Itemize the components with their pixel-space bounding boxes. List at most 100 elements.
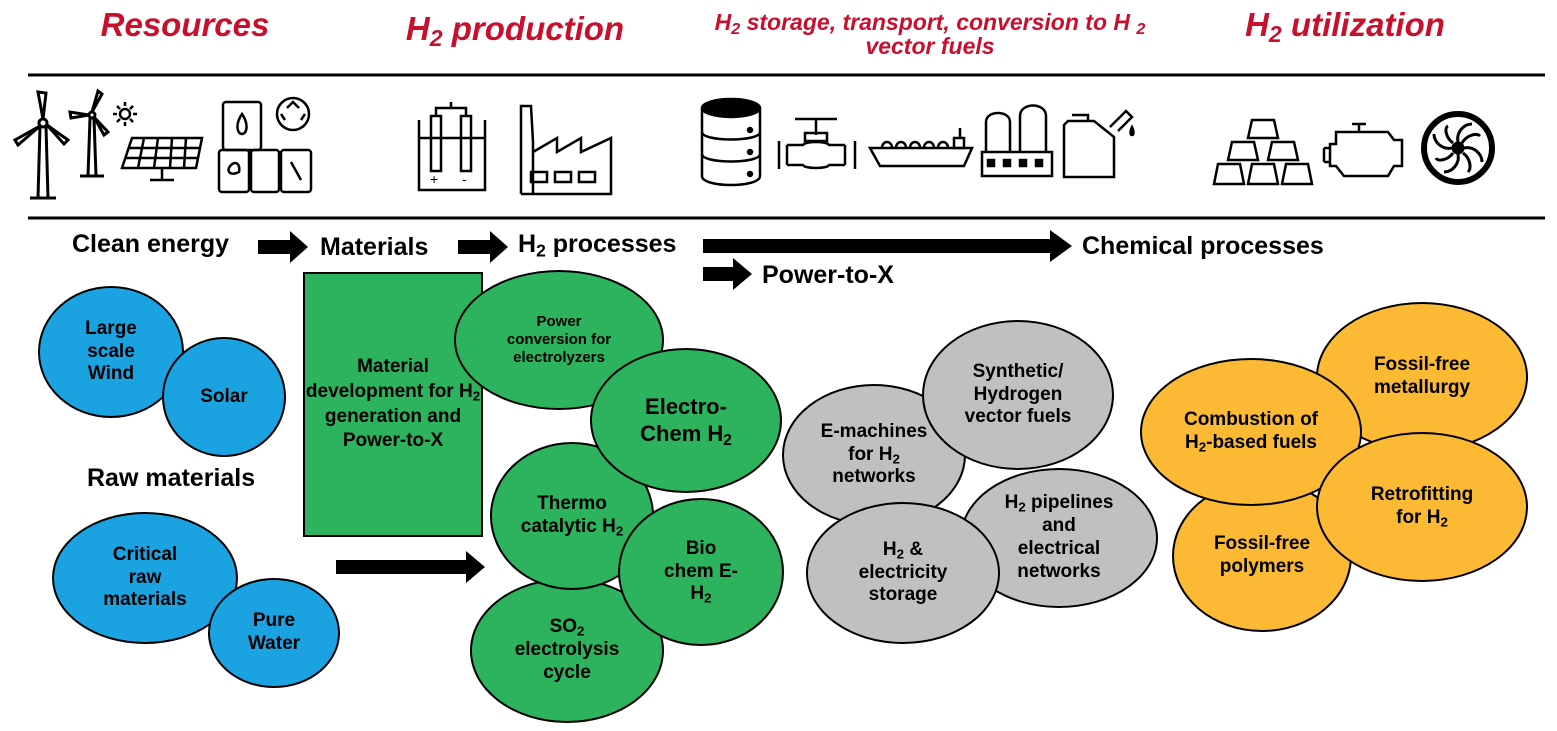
header-production-h: H [405,10,430,47]
node-critical-raw-materials: Critical raw materials [52,512,238,644]
header-storage-h: H [714,9,732,35]
turbine-icon [1421,111,1495,185]
label-materials: Materials [320,233,429,261]
label-raw-materials: Raw materials [87,464,256,492]
header-storage-line2: vector fuels [865,33,995,60]
jerry-can-icon [1062,109,1135,179]
node-retrofit-a: Retrofitting for H [1370,484,1474,528]
node-combustion-sub: 2 [1198,439,1207,455]
header-utilization-rest: utilization [1281,6,1445,43]
arrow-processes-to-chemical [703,230,1072,262]
node-electro-b: Chem H [640,420,724,446]
node-electricity-storage-label: H2 & electricity storage [848,539,958,607]
node-power-conversion-label: Power conversion for electrolyzers [506,313,612,366]
node-so2-sub: 2 [577,623,585,639]
material-development-label: Material development for H2 generation a… [305,355,481,454]
factory-icon [519,104,613,196]
node-retrofitting-label: Retrofitting for H2 [1362,484,1482,530]
node-critical-raw-materials-label: Critical raw materials [103,543,187,611]
node-thermo-catalytic-label: Thermo catalytic H2 [517,493,627,539]
node-so2-a: SO [549,616,578,638]
header-storage-sub2: 2 [1136,20,1146,39]
solar-panel-icon [113,102,204,182]
label-h2-processes-rest: processes [545,230,677,258]
node-so2-b: electrolysis cycle [514,639,620,683]
pipeline-valve-icon [777,117,857,170]
node-pure-water-label: Pure Water [247,610,301,654]
material-box-line1: Material development for H [305,356,473,402]
node-e-machines: E-machines for H2 networks [782,384,966,526]
label-chemical-processes: Chemical processes [1082,232,1324,260]
node-combustion-label: Combustion of H2-based fuels [1181,409,1321,455]
node-retrofitting: Retrofitting for H2 [1316,432,1528,582]
node-polymers-label: Fossil-free polymers [1213,533,1311,577]
node-electro-sub: 2 [723,431,732,449]
header-storage-line1: H2 storage, transport, conversion to H 2 [660,9,1200,37]
header-storage-rest: storage, transport, conversion to H [740,9,1137,35]
node-pipelines-b: pipelines and electrical networks [1017,492,1114,582]
header-storage-sub: 2 [731,20,741,39]
header-utilization-h: H [1245,6,1269,43]
material-box-line2: generation and Power-to-X [324,405,462,452]
label-h2-processes-h: H [518,230,537,258]
node-large-scale-wind-label: Large scale Wind [85,317,137,385]
arrow-clean-to-materials [258,231,308,263]
header-storage: H2 storage, transport, conversion to H 2… [660,10,1200,58]
node-bio-chem-label: Bio chem E-H2 [661,538,741,606]
node-solar: Solar [162,337,286,457]
electrolyzer-icon: + - [417,102,487,192]
node-thermo-sub: 2 [615,523,624,539]
svg-text:+: + [430,171,438,187]
node-emachines-b: networks [832,466,916,488]
header-utilization: H2 utilization [1220,6,1470,45]
metal-ingots-icon [1212,118,1314,186]
node-large-scale-wind: Large scale Wind [38,286,184,418]
arrow-raw-to-processes [336,551,485,583]
node-combustion-b: -based fuels [1206,432,1317,453]
node-electricity-storage: H2 & electricity storage [806,502,1000,644]
engine-icon [1322,122,1404,178]
node-bio-sub: 2 [704,590,712,606]
node-e-machines-label: E-machines for H2 networks [819,421,929,489]
node-metallurgy-label: Fossil-free metallurgy [1373,354,1471,398]
node-electro-chem: Electro-Chem H2 [590,348,782,493]
node-electricity-b: & electricity storage [858,538,948,606]
node-synthetic-fuels-label: Synthetic/ Hydrogen vector fuels [964,360,1072,428]
node-combustion-a: Combustion of H [1183,409,1319,453]
material-development-box: Material development for H2 generation a… [303,272,483,537]
svg-text:-: - [462,171,467,187]
material-box-sub: 2 [472,388,481,404]
label-h2-processes: H2 processes [518,230,676,259]
label-clean-energy: Clean energy [72,230,230,258]
header-resources: Resources [80,7,290,43]
header-utilization-sub: 2 [1268,20,1282,47]
arrow-power-to-x [703,258,752,290]
header-production: H2 production [380,10,650,49]
node-electricity-sub: 2 [896,546,905,562]
node-electricity-a: H [882,538,897,560]
header-production-sub: 2 [429,24,443,51]
node-electro-a: Electro- [645,394,727,420]
node-emachines-a: E-machines for H [820,420,928,465]
arrow-materials-to-processes [458,231,508,263]
header-production-rest: production [442,10,625,47]
node-pipelines-a: H [1004,492,1019,514]
ship-icon [868,128,974,168]
biomass-recycle-icon [217,96,313,194]
node-pipelines-sub: 2 [1018,499,1026,515]
node-pure-water: Pure Water [208,578,340,688]
node-emachines-sub: 2 [892,450,900,466]
label-power-to-x: Power-to-X [762,261,894,289]
node-bio-a: Bio chem E-H [664,537,738,605]
node-so2-electrolysis-label: SO2 electrolysis cycle [502,616,632,684]
node-solar-label: Solar [200,385,248,407]
node-retrofit-sub: 2 [1440,514,1448,530]
node-electro-chem-label: Electro-Chem H2 [640,394,732,447]
label-h2-processes-sub: 2 [536,240,546,261]
refinery-icon [980,104,1054,178]
node-thermo-a: Thermo catalytic H [520,493,616,537]
storage-tank-icon [700,97,762,187]
